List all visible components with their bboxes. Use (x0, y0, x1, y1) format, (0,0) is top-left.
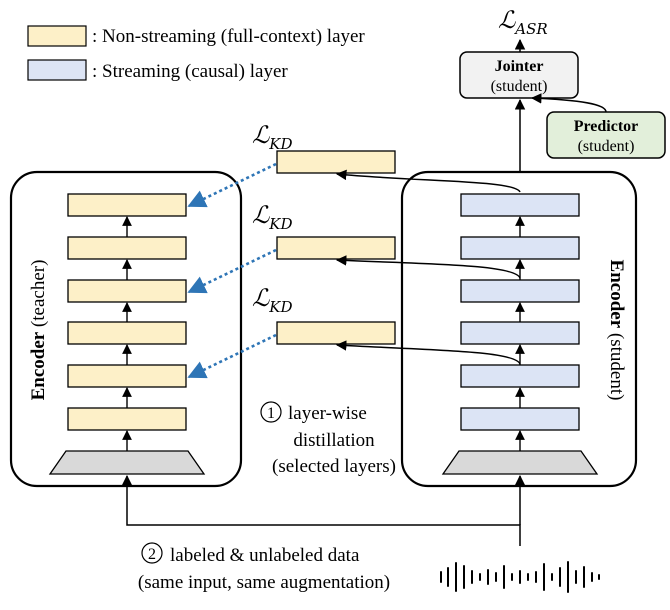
teacher-layer-2 (67, 364, 187, 388)
projection-layer-top (276, 150, 396, 174)
jointer-block: Jointer (student) (459, 51, 579, 99)
teacher-layer-5 (67, 236, 187, 260)
student-layer-6 (460, 193, 580, 217)
input-path (121, 474, 521, 546)
kd-loss-label-middle: ℒKD (252, 201, 293, 233)
student-frontend (441, 450, 599, 475)
student-layer-1 (460, 407, 580, 431)
student-to-projection-bottom (335, 340, 521, 365)
student-layers (441, 193, 599, 475)
step2-marker (141, 542, 163, 564)
legend-label-non-streaming: : Non-streaming (full-context) layer (92, 26, 365, 47)
kd-arrow-bottom (187, 333, 277, 379)
predictor-to-jointer-arrow (530, 93, 607, 113)
kd-arrow-top (187, 162, 277, 208)
predictor-block: Predictor (student) (546, 111, 666, 159)
step1-line1: layer-wise (288, 403, 367, 424)
teacher-layer-1 (67, 407, 187, 431)
jointer-name: Jointer (495, 58, 544, 75)
step2-caption: 2 labeled & unlabeled data (same input, … (138, 542, 390, 593)
student-layer-5 (460, 236, 580, 260)
student-layer-2 (460, 364, 580, 388)
kd-arrow-middle (187, 248, 277, 294)
legend-swatch-streaming (27, 59, 87, 81)
kd-loss-label-top: ℒKD (252, 121, 293, 153)
legend: : Non-streaming (full-context) layer : S… (27, 25, 365, 82)
student-to-projection-top (335, 169, 521, 193)
teacher-layer-6 (67, 193, 187, 217)
asr-loss-label: ℒASR (498, 6, 548, 38)
teacher-layers (48, 193, 206, 475)
student-layer-3 (460, 321, 580, 345)
teacher-encoder-label: Encoder (teacher) (28, 260, 49, 401)
projection-layer-middle (276, 236, 396, 260)
waveform-icon (440, 561, 600, 593)
step1-line2: distillation (293, 430, 375, 451)
student-encoder-label: Encoder (student) (606, 260, 627, 401)
student-to-projection-middle (335, 255, 521, 279)
jointer-role: (student) (491, 78, 548, 95)
teacher-frontend (48, 450, 206, 475)
step1-line3: (selected layers) (272, 456, 396, 477)
predictor-role: (student) (578, 138, 635, 155)
student-layer-4 (460, 279, 580, 303)
step1-marker-number: 1 (267, 405, 275, 422)
teacher-layer-3 (67, 321, 187, 345)
step2-marker-number: 2 (148, 546, 156, 563)
step2-line1: labeled & unlabeled data (170, 545, 360, 566)
legend-swatch-non-streaming (27, 25, 87, 47)
teacher-layer-4 (67, 279, 187, 303)
kd-loss-label-bottom: ℒKD (252, 284, 293, 316)
legend-label-streaming: : Streaming (causal) layer (92, 61, 288, 82)
step1-marker (260, 401, 282, 423)
projection-layer-bottom (276, 321, 396, 345)
predictor-name: Predictor (574, 118, 639, 135)
step2-line2: (same input, same augmentation) (138, 572, 390, 593)
step1-caption: 1 layer-wise distillation (selected laye… (260, 401, 396, 477)
